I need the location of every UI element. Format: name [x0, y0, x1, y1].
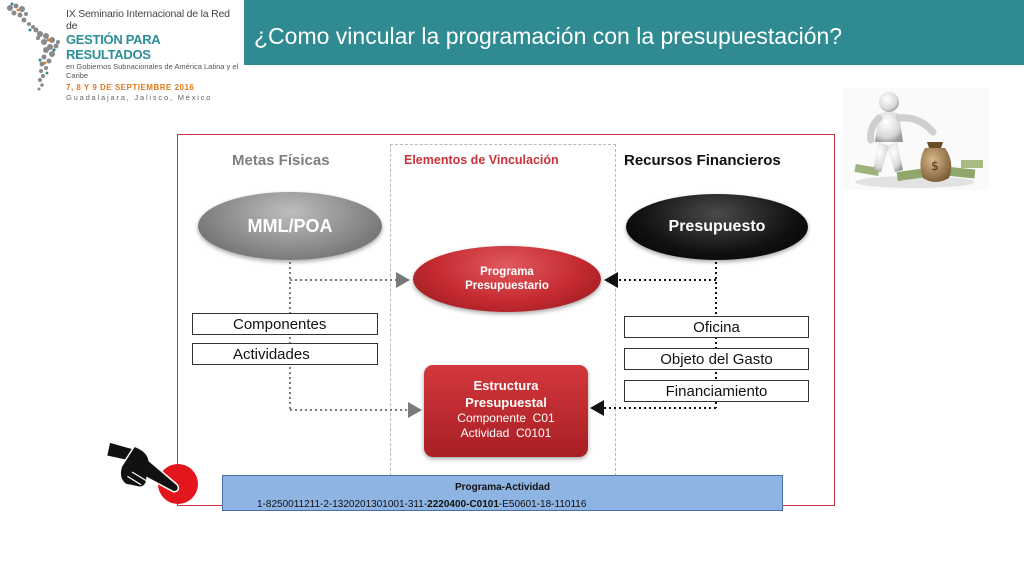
column-heading-elementos-vinculacion: Elementos de Vinculación [404, 153, 559, 167]
componente-label: Componente C01 [457, 411, 555, 425]
column-heading-metas-fisicas: Metas Físicas [232, 152, 330, 169]
logo-line-seminario: IX Seminario Internacional de la Red de [66, 8, 230, 32]
presupuestal-label: Presupuestal [465, 395, 547, 410]
title-bar: ¿Como vincular la programación con la pr… [244, 0, 1024, 65]
programa-actividad-title: Programa-Actividad [454, 482, 551, 493]
code-suffix: -E50601-18-110116 [498, 499, 587, 510]
businessman-money-bag-icon: $ [843, 88, 989, 190]
logo-line-date: 7, 8 Y 9 DE SEPTIEMBRE 2016 [66, 83, 195, 92]
page-title: ¿Como vincular la programación con la pr… [254, 23, 843, 49]
actividades-box: Actividades [192, 343, 378, 365]
objeto-del-gasto-box: Objeto del Gasto [624, 348, 809, 370]
logo-line-location: Guadalajara, Jalisco, México [66, 93, 213, 102]
estructura-presupuestal-box: Estructura Presupuestal Componente C01 A… [424, 365, 588, 457]
oficina-box: Oficina [624, 316, 809, 338]
seminar-logo: IX Seminario Internacional de la Red de … [0, 0, 240, 102]
programa-presupuestario-ellipse: Programa Presupuestario [413, 246, 601, 312]
logo-line-gobiernos: en Gobiernos Subnacionales de América La… [66, 62, 239, 80]
componentes-box: Componentes [192, 313, 378, 335]
pointing-hand-icon [105, 442, 198, 504]
mml-poa-ellipse: MML/POA [198, 192, 382, 260]
financiamiento-box: Financiamiento [624, 380, 809, 402]
code-actividad: C0101 [469, 499, 499, 510]
programa-label: Programa [480, 266, 534, 278]
presupuestario-label: Presupuestario [465, 280, 549, 292]
programa-actividad-box: Programa-Actividad 1-8250011211-2-132020… [222, 475, 783, 511]
programa-actividad-code: 1-8250011211-2-1320201301001-311-2220400… [257, 499, 586, 510]
estructura-label: Estructura [473, 378, 539, 393]
actividad-label: Actividad C0101 [460, 426, 552, 440]
code-partida: 2220400 [427, 499, 467, 510]
column-heading-recursos-financieros: Recursos Financieros [624, 152, 781, 169]
latin-america-map-icon [7, 2, 60, 91]
code-prefix: 1-8250011211-2-1320201301001-311- [257, 499, 428, 510]
logo-line-gestion: GESTIÓN PARA RESULTADOS [66, 32, 160, 62]
svg-text:$: $ [931, 159, 939, 173]
presupuesto-ellipse: Presupuesto [626, 194, 808, 260]
code-separator: - [466, 499, 470, 510]
